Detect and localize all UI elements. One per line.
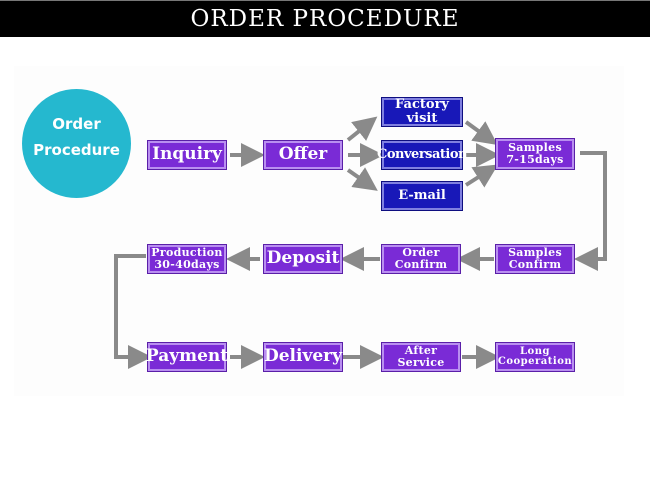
step-offer: Offer [264,141,342,169]
title-bar: ORDER PROCEDURE [0,0,650,37]
circle-label-line2: Procedure [33,141,120,159]
step-inquiry: Inquiry [148,141,226,169]
order-procedure-circle: Order Procedure [22,89,131,198]
long-cooperation-line2: Cooperation [497,356,573,367]
step-conversation: Conversation [377,141,467,169]
arrow-production-payment [114,254,152,369]
production-line1: Production [151,246,223,260]
step-long-cooperation: Long Cooperation [496,343,574,371]
after-service-line1: After [404,344,438,358]
step-order-confirm: Order Confirm [382,245,460,273]
production-line2: 30-40days [154,258,220,271]
arrow-email-samples [464,164,499,188]
step-delivery: Delivery [264,343,342,371]
arrow-factory-visit-samples [464,120,498,146]
step-payment: Payment [146,343,228,371]
circle-label-line1: Order [52,115,101,133]
page-title: ORDER PROCEDURE [190,6,460,32]
samples-confirm-line1: Samples [508,246,562,260]
step-samples-days: Samples 7-15days [496,139,574,169]
order-confirm-line1: Order [402,246,440,260]
step-samples-confirm: Samples Confirm [496,245,574,273]
long-cooperation-line1: Long [520,345,550,357]
samples-confirm-line2: Confirm [508,258,562,271]
arrow-offer-factory-visit [346,116,378,142]
arrow-offer-email [346,167,378,191]
step-factory-visit: Factory visit [382,98,462,126]
step-production: Production 30-40days [148,245,226,273]
samples-days-line1: Samples [508,141,562,155]
step-email: E-mail [382,182,462,210]
after-service-line2: Service [397,356,445,369]
step-after-service: After Service [382,343,460,371]
order-confirm-line2: Confirm [394,258,448,271]
step-deposit: Deposit [264,245,342,273]
arrow-samples-to-samples-confirm [574,151,607,271]
samples-days-line2: 7-15days [506,153,564,166]
